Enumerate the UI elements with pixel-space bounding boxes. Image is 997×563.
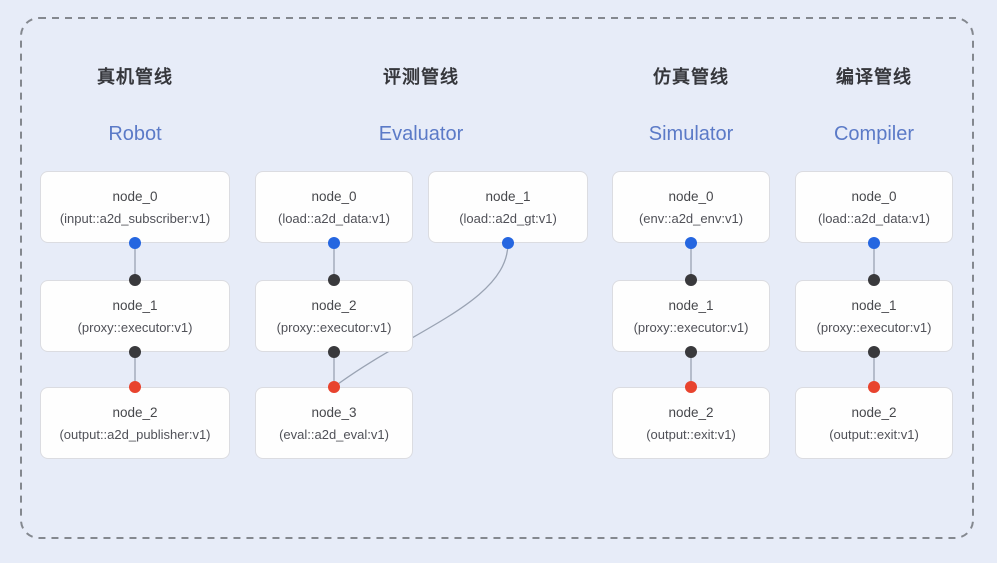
evaluator-node-1: node_1 (load::a2d_gt:v1) (428, 171, 588, 243)
node-name: node_0 (668, 188, 714, 204)
pipeline-simulator-title-en: Simulator (648, 123, 734, 145)
node-type: (output::exit:v1) (646, 426, 736, 442)
pipeline-simulator-title-zh: 仿真管线 (653, 67, 729, 87)
proxy-in-port-dot (129, 274, 141, 286)
output-port-dot (129, 237, 141, 249)
edge-eval-n1-n3-curve (333, 242, 509, 388)
proxy-out-port-dot (868, 346, 880, 358)
node-name: node_0 (311, 188, 357, 204)
node-name: node_1 (668, 297, 714, 313)
final-input-port-dot (868, 381, 880, 393)
pipeline-compiler-title-zh: 编译管线 (836, 67, 912, 87)
node-type: (load::a2d_gt:v1) (459, 210, 557, 226)
node-type: (proxy::executor:v1) (77, 319, 193, 335)
dashed-frame (20, 17, 974, 539)
output-port-dot (328, 237, 340, 249)
node-name: node_3 (311, 404, 357, 420)
proxy-out-port-dot (328, 346, 340, 358)
robot-node-2: node_2 (output::a2d_publisher:v1) (40, 387, 230, 459)
final-input-port-dot (129, 381, 141, 393)
output-port-dot (502, 237, 514, 249)
simulator-node-0: node_0 (env::a2d_env:v1) (612, 171, 770, 243)
output-port-dot (868, 237, 880, 249)
pipeline-compiler-title-en: Compiler (833, 123, 915, 145)
simulator-node-1: node_1 (proxy::executor:v1) (612, 280, 770, 352)
compiler-node-1: node_1 (proxy::executor:v1) (795, 280, 953, 352)
node-name: node_2 (112, 404, 158, 420)
proxy-in-port-dot (685, 274, 697, 286)
pipeline-robot-title-en: Robot (108, 123, 162, 145)
compiler-node-0: node_0 (load::a2d_data:v1) (795, 171, 953, 243)
proxy-in-port-dot (868, 274, 880, 286)
node-type: (output::exit:v1) (829, 426, 919, 442)
node-type: (input::a2d_subscriber:v1) (59, 210, 211, 226)
proxy-in-port-dot (328, 274, 340, 286)
pipeline-robot-title-zh: 真机管线 (97, 67, 173, 87)
node-type: (eval::a2d_eval:v1) (279, 426, 389, 442)
node-type: (env::a2d_env:v1) (638, 210, 744, 226)
node-name: node_2 (851, 404, 897, 420)
node-type: (load::a2d_data:v1) (277, 210, 391, 226)
node-type: (proxy::executor:v1) (276, 319, 392, 335)
node-type: (output::a2d_publisher:v1) (59, 426, 211, 442)
simulator-node-2: node_2 (output::exit:v1) (612, 387, 770, 459)
final-input-port-dot (685, 381, 697, 393)
pipeline-evaluator-title-en: Evaluator (378, 123, 464, 145)
proxy-out-port-dot (129, 346, 141, 358)
output-port-dot (685, 237, 697, 249)
node-name: node_1 (485, 188, 531, 204)
proxy-out-port-dot (685, 346, 697, 358)
pipeline-evaluator-title-zh: 评测管线 (383, 67, 459, 87)
node-name: node_1 (851, 297, 897, 313)
evaluator-node-3: node_3 (eval::a2d_eval:v1) (255, 387, 413, 459)
evaluator-node-0: node_0 (load::a2d_data:v1) (255, 171, 413, 243)
evaluator-node-2: node_2 (proxy::executor:v1) (255, 280, 413, 352)
robot-node-1: node_1 (proxy::executor:v1) (40, 280, 230, 352)
node-type: (proxy::executor:v1) (816, 319, 932, 335)
node-type: (proxy::executor:v1) (633, 319, 749, 335)
robot-node-0: node_0 (input::a2d_subscriber:v1) (40, 171, 230, 243)
node-name: node_0 (851, 188, 897, 204)
node-name: node_0 (112, 188, 158, 204)
node-name: node_1 (112, 297, 158, 313)
node-name: node_2 (311, 297, 357, 313)
final-input-port-dot (328, 381, 340, 393)
node-name: node_2 (668, 404, 714, 420)
compiler-node-2: node_2 (output::exit:v1) (795, 387, 953, 459)
node-type: (load::a2d_data:v1) (817, 210, 931, 226)
